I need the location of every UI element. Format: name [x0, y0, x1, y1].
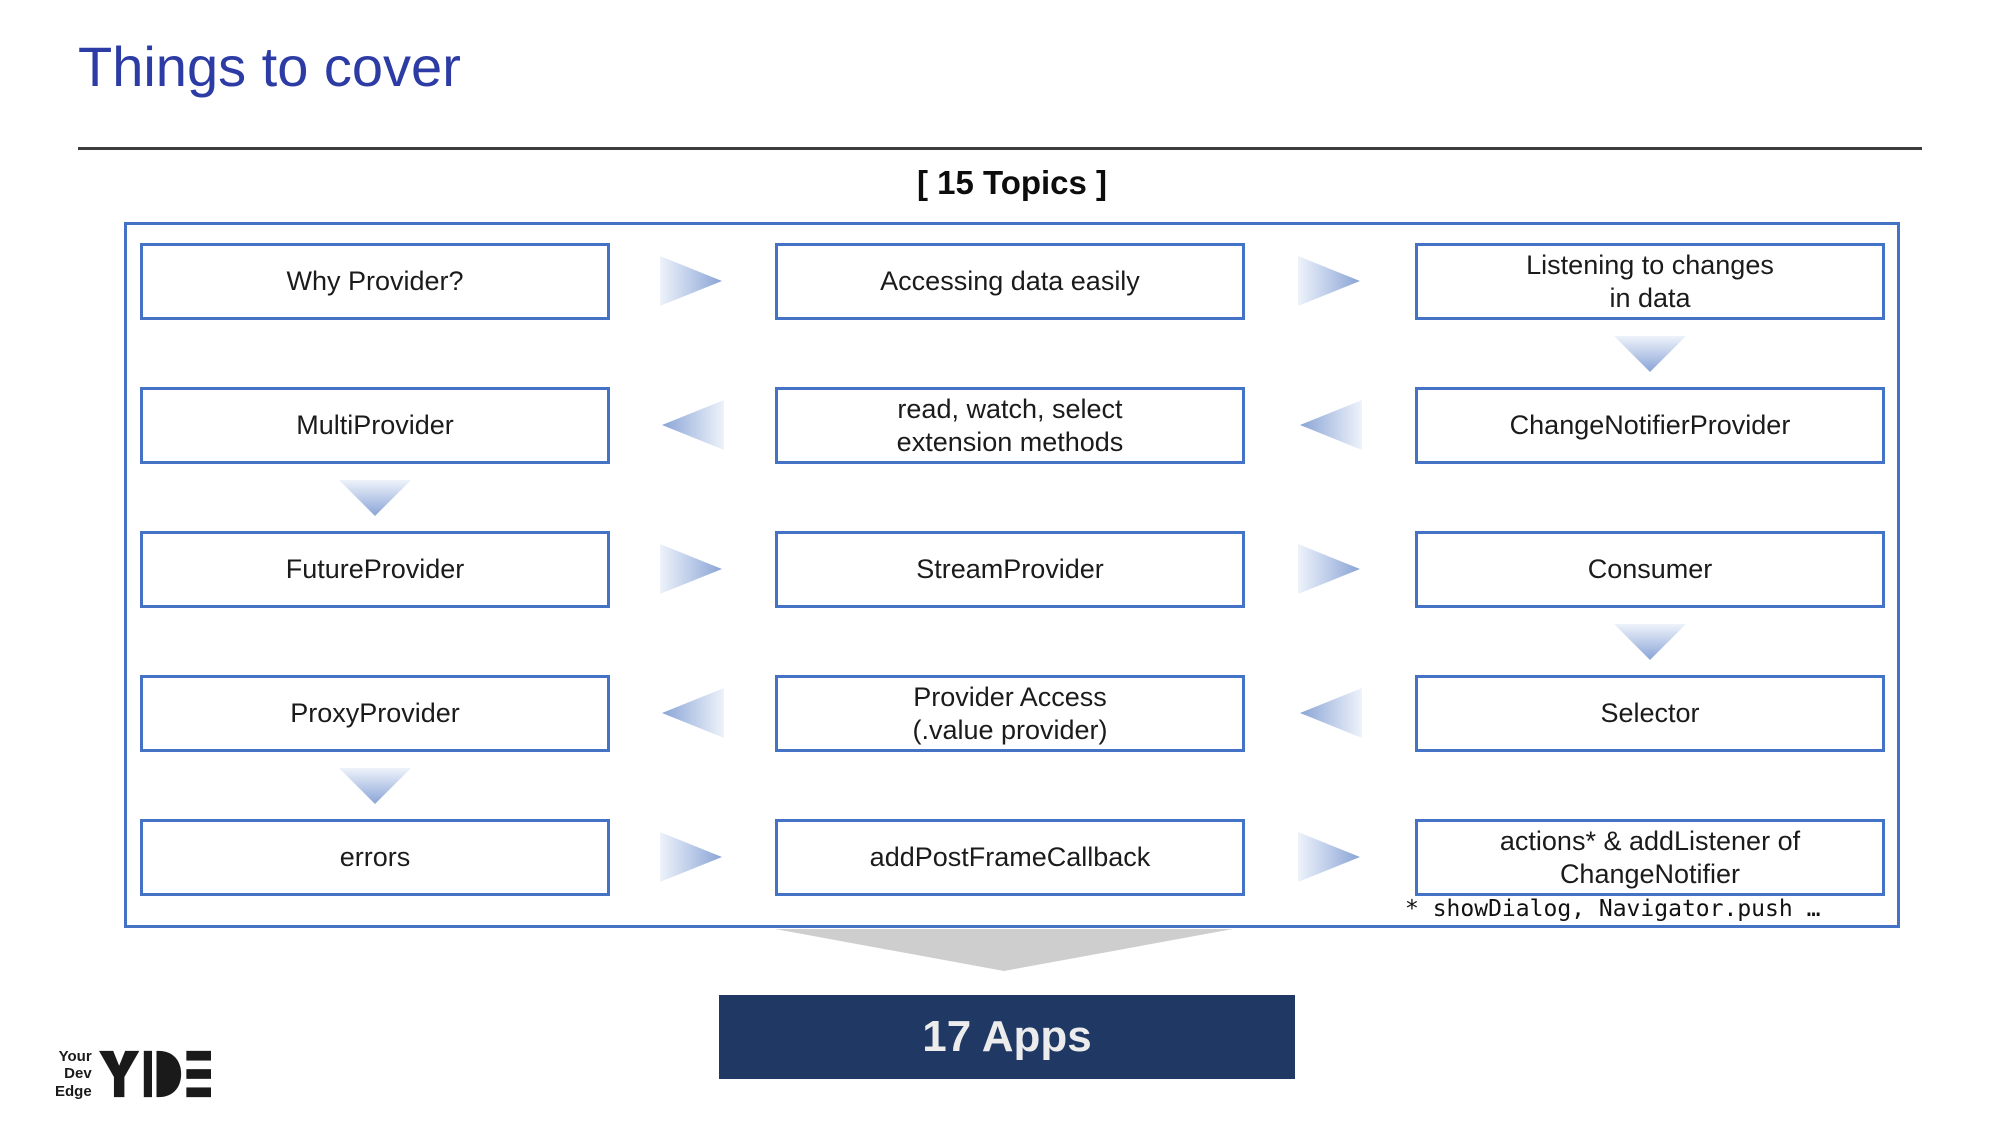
topic-box-proxyprovider: ProxyProvider	[140, 675, 610, 752]
yde-logo: Your Dev Edge	[55, 1043, 211, 1105]
yde-logo-mark-icon	[98, 1043, 211, 1105]
topics-count-header: [ 15 Topics ]	[916, 164, 1108, 201]
topic-box-provider-access: Provider Access (.value provider)	[775, 675, 1245, 752]
topic-box-consumer: Consumer	[1415, 531, 1885, 608]
logo-tagline-line: Your	[58, 1048, 92, 1066]
logo-tagline-line: Dev	[64, 1065, 92, 1083]
topic-box-actions-addlistener: actions* & addListener of ChangeNotifier	[1415, 819, 1885, 896]
topic-box-why-provider: Why Provider?	[140, 243, 610, 320]
logo-tagline-line: Edge	[55, 1082, 92, 1100]
title-divider	[78, 147, 1922, 150]
flow-arrow-down-icon	[337, 768, 413, 806]
topic-box-selector: Selector	[1415, 675, 1885, 752]
flow-arrow-down-icon	[337, 480, 413, 518]
topic-box-streamprovider: StreamProvider	[775, 531, 1245, 608]
topic-box-addpostframecallback: addPostFrameCallback	[775, 819, 1245, 896]
flow-arrow-right-icon	[660, 542, 724, 596]
flow-arrow-right-icon	[660, 830, 724, 884]
topic-box-accessing-data: Accessing data easily	[775, 243, 1245, 320]
topic-box-multiprovider: MultiProvider	[140, 387, 610, 464]
topic-box-futureprovider: FutureProvider	[140, 531, 610, 608]
flow-arrow-right-icon	[1298, 254, 1362, 308]
flow-arrow-down-icon	[1612, 336, 1688, 374]
flow-arrow-left-icon	[1298, 686, 1362, 740]
flow-arrow-down-icon	[1612, 624, 1688, 662]
apps-count-banner: 17 Apps	[719, 995, 1295, 1079]
page-title: Things to cover	[78, 35, 461, 98]
chevron-down-icon	[775, 929, 1233, 971]
logo-tagline: Your Dev Edge	[55, 1048, 92, 1100]
flow-arrow-left-icon	[1298, 398, 1362, 452]
flow-arrow-left-icon	[660, 398, 724, 452]
flow-arrow-right-icon	[1298, 542, 1362, 596]
topic-box-errors: errors	[140, 819, 610, 896]
flow-arrow-right-icon	[660, 254, 724, 308]
apps-count-label: 17 Apps	[922, 1012, 1092, 1061]
topic-box-read-watch-select: read, watch, select extension methods	[775, 387, 1245, 464]
topic-box-listening-changes: Listening to changes in data	[1415, 243, 1885, 320]
flow-arrow-left-icon	[660, 686, 724, 740]
flow-arrow-right-icon	[1298, 830, 1362, 884]
topic-box-changenotifierprovider: ChangeNotifierProvider	[1415, 387, 1885, 464]
asterisk-footnote: * showDialog, Navigator.push …	[1405, 896, 1821, 922]
